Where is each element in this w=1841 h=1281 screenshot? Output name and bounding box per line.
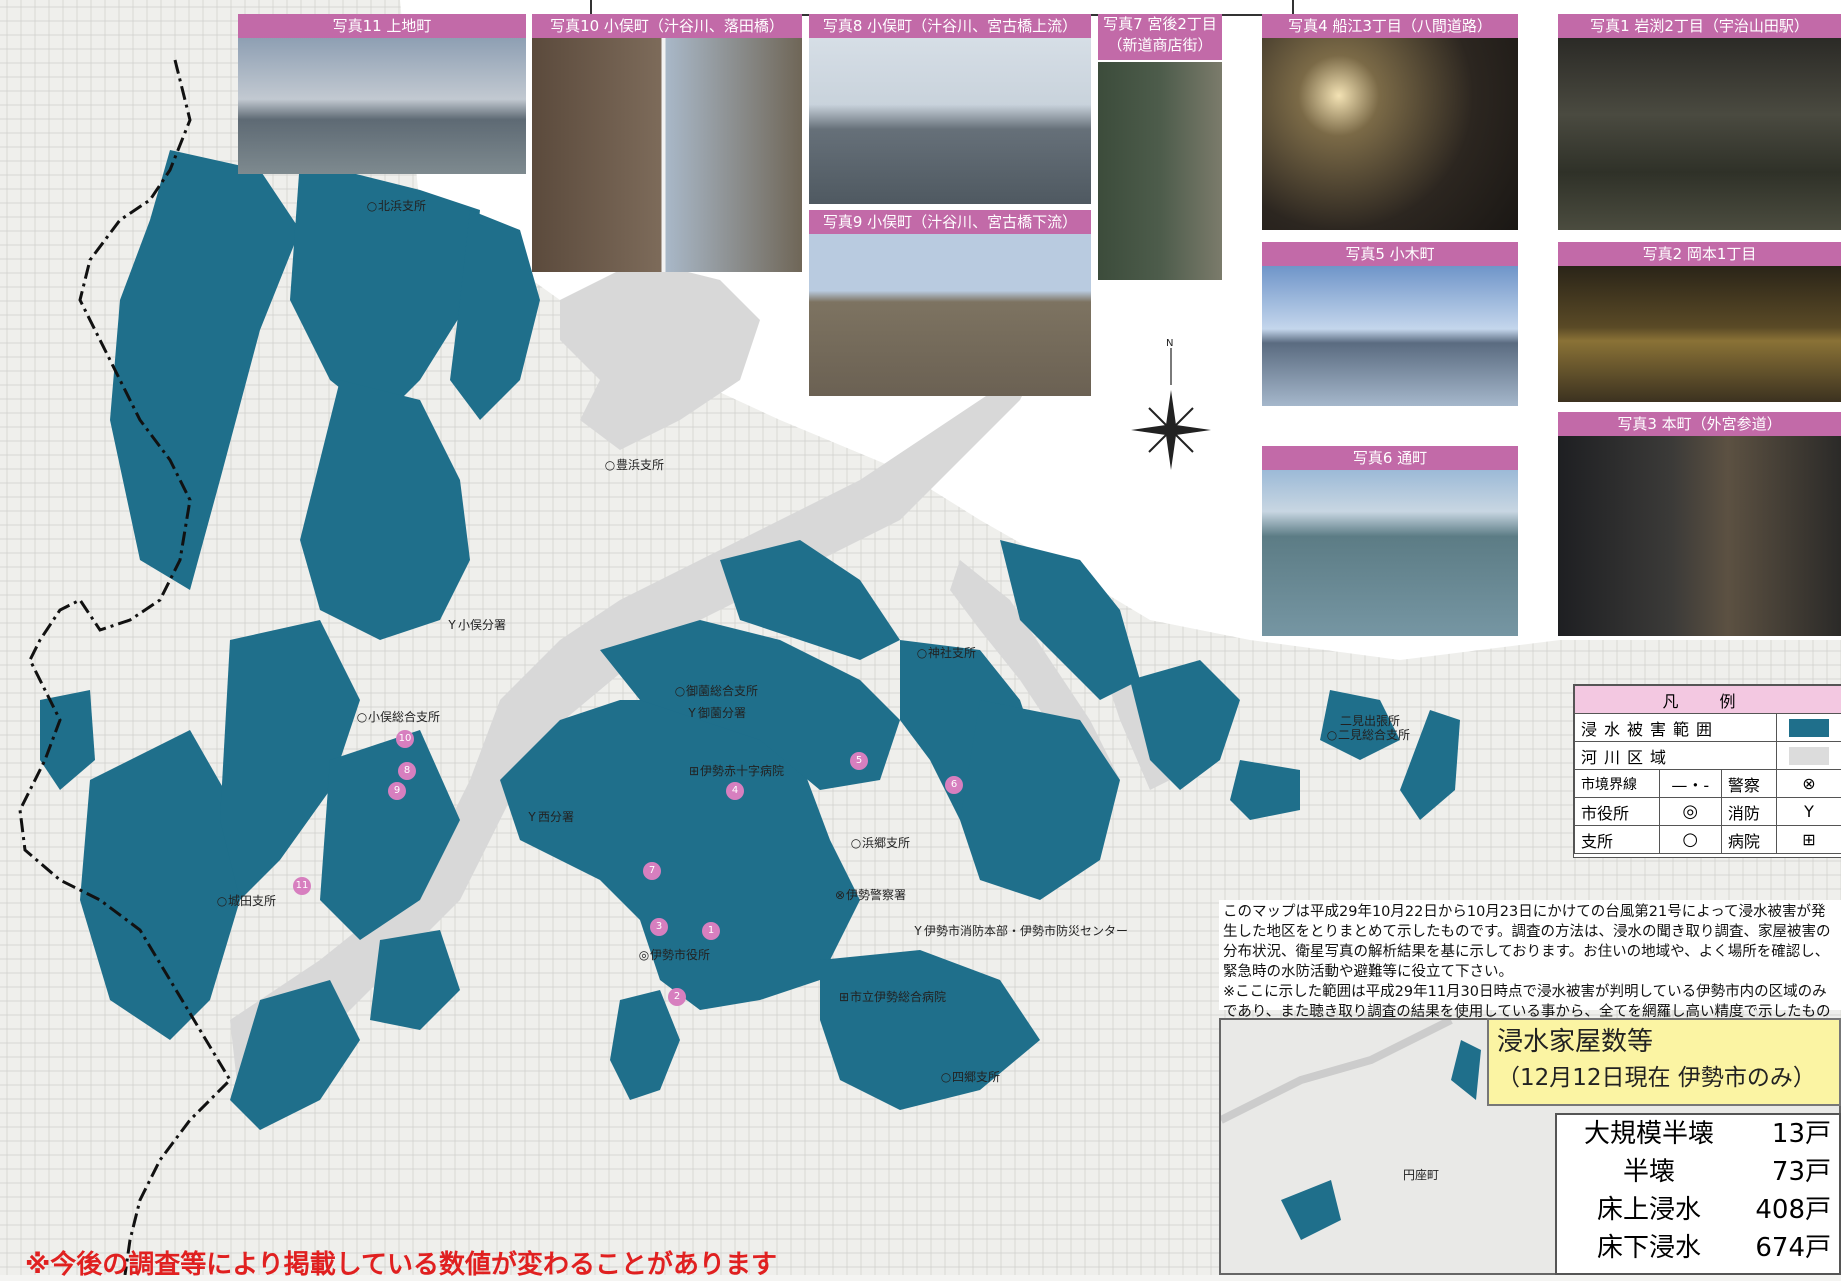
photo-marker: 2: [668, 988, 686, 1006]
legend-cityhall-label: 市役所: [1575, 798, 1660, 826]
legend-flood-swatch: [1777, 714, 1841, 742]
label-kida: ○城田支所: [216, 892, 276, 909]
photo-night-cars: [1558, 266, 1841, 402]
photo-caption: 写真1 岩渕2丁目（宇治山田駅）: [1558, 14, 1841, 38]
photo-caption: 写真8 小俣町（汁谷川、宮古橋上流）: [809, 14, 1091, 38]
label-general-hospital: ⊞市立伊勢総合病院: [838, 988, 946, 1005]
label-toyohama: ○豊浜支所: [604, 456, 664, 473]
photo-8: 写真8 小俣町（汁谷川、宮古橋上流）: [809, 14, 1091, 204]
legend-header: 凡 例: [1575, 686, 1841, 714]
legend-river-label: 河川区域: [1575, 742, 1777, 770]
photo-night-road: [1262, 38, 1518, 230]
photo-7: 写真7 宮後2丁目（新道商店街）: [1098, 14, 1222, 280]
boundary-line-icon: —・-: [1659, 770, 1721, 798]
photo-marker: 7: [643, 862, 661, 880]
compass-north-label: N: [1166, 338, 1173, 349]
photo-marker: 11: [293, 877, 311, 895]
legend-hospital-label: 病院: [1721, 826, 1776, 854]
photo-caption: 写真2 岡本1丁目: [1558, 242, 1841, 266]
branch-office-icon: ○: [1659, 826, 1721, 854]
hospital-icon: ⊞: [1777, 826, 1841, 854]
legend: 凡 例 浸水被害範囲 河川区域 市境界線 —・- 警察 ⊗ 市役所 ◎ 消防 Y…: [1573, 684, 1841, 858]
label-shigo: ○四郷支所: [940, 1068, 1000, 1085]
photo-11: 写真11 上地町: [238, 14, 526, 174]
photo-caption: 写真11 上地町: [238, 14, 526, 38]
photo-9: 写真9 小俣町（汁谷川、宮古橋下流）: [809, 210, 1091, 396]
photo-marker: 8: [398, 762, 416, 780]
count-title-line1: 浸水家屋数等: [1497, 1024, 1831, 1060]
photo-caption: 写真6 通町: [1262, 446, 1518, 470]
photo-6: 写真6 通町: [1262, 446, 1518, 636]
photo-flooded-field: [238, 38, 526, 174]
label-hamago: ○浜郷支所: [850, 834, 910, 851]
legend-flood-label: 浸水被害範囲: [1575, 714, 1777, 742]
photo-caption: 写真9 小俣町（汁谷川、宮古橋下流）: [809, 210, 1091, 234]
legend-police-label: 警察: [1721, 770, 1776, 798]
note-description: このマップは平成29年10月22日から10月23日にかけての台風第21号によって…: [1223, 902, 1837, 982]
photo-2: 写真2 岡本1丁目: [1558, 242, 1841, 402]
photo-marker: 6: [945, 776, 963, 794]
warning-note: ※今後の調査等により掲載している数値が変わることがあります: [25, 1244, 777, 1281]
city-hall-icon: ◎: [1659, 798, 1721, 826]
photo-10: 写真10 小俣町（汁谷川、落田橋）: [532, 14, 802, 272]
photo-3: 写真3 本町（外宮参道）: [1558, 412, 1841, 636]
photo-flooded-river: [532, 38, 802, 272]
police-icon: ⊗: [1777, 770, 1841, 798]
photo-marker: 5: [850, 752, 868, 770]
label-misono-branch: ○御薗総合支所: [674, 682, 758, 699]
label-kitahama: ○北浜支所: [366, 197, 426, 214]
photo-marker: 3: [650, 918, 668, 936]
legend-river-swatch: [1777, 742, 1841, 770]
label-enza: 円座町: [1403, 1166, 1439, 1183]
photo-marker: 10: [396, 730, 414, 748]
photo-shopping-street: [1098, 62, 1222, 280]
map-note: このマップは平成29年10月22日から10月23日にかけての台風第21号によって…: [1219, 900, 1841, 1010]
count-title-line2: （12月12日現在 伊勢市のみ）: [1497, 1060, 1831, 1096]
photo-flooded-plain: [1262, 266, 1518, 406]
label-futami-branch: ○二見総合支所: [1326, 726, 1410, 743]
photo-caption: 写真7 宮後2丁目（新道商店街）: [1098, 14, 1222, 60]
photo-caption: 写真3 本町（外宮参道）: [1558, 412, 1841, 436]
legend-branch-label: 支所: [1575, 826, 1660, 854]
photo-flooded-street: [1262, 470, 1518, 636]
photo-4: 写真4 船江3丁目（八間道路）: [1262, 14, 1518, 230]
label-kamiyashiro: ○神社支所: [916, 644, 976, 661]
photo-caption: 写真5 小木町: [1262, 242, 1518, 266]
label-obata-branch: ○小俣総合支所: [356, 708, 440, 725]
fire-station-icon: Y: [1777, 798, 1841, 826]
legend-fire-label: 消防: [1721, 798, 1776, 826]
photo-caption: 写真10 小俣町（汁谷川、落田橋）: [532, 14, 802, 38]
photo-bridge-upstream: [809, 38, 1091, 204]
photo-marker: 4: [726, 782, 744, 800]
photo-caption: 写真4 船江3丁目（八間道路）: [1262, 14, 1518, 38]
photo-1: 写真1 岩渕2丁目（宇治山田駅）: [1558, 14, 1841, 230]
photo-5: 写真5 小木町: [1262, 242, 1518, 406]
photo-bridge-downstream: [809, 234, 1091, 396]
photo-station: [1558, 38, 1841, 230]
photo-marker: 9: [388, 782, 406, 800]
photo-marker: 1: [702, 922, 720, 940]
label-city-hall: ◎伊勢市役所: [638, 946, 710, 963]
label-police: ⊗伊勢警察署: [834, 886, 906, 903]
legend-boundary-label: 市境界線: [1575, 770, 1660, 798]
label-red-cross-hospital: ⊞伊勢赤十字病院: [688, 762, 784, 779]
flood-count-title: 浸水家屋数等 （12月12日現在 伊勢市のみ）: [1487, 1018, 1841, 1106]
photo-gekusando: [1558, 436, 1841, 636]
